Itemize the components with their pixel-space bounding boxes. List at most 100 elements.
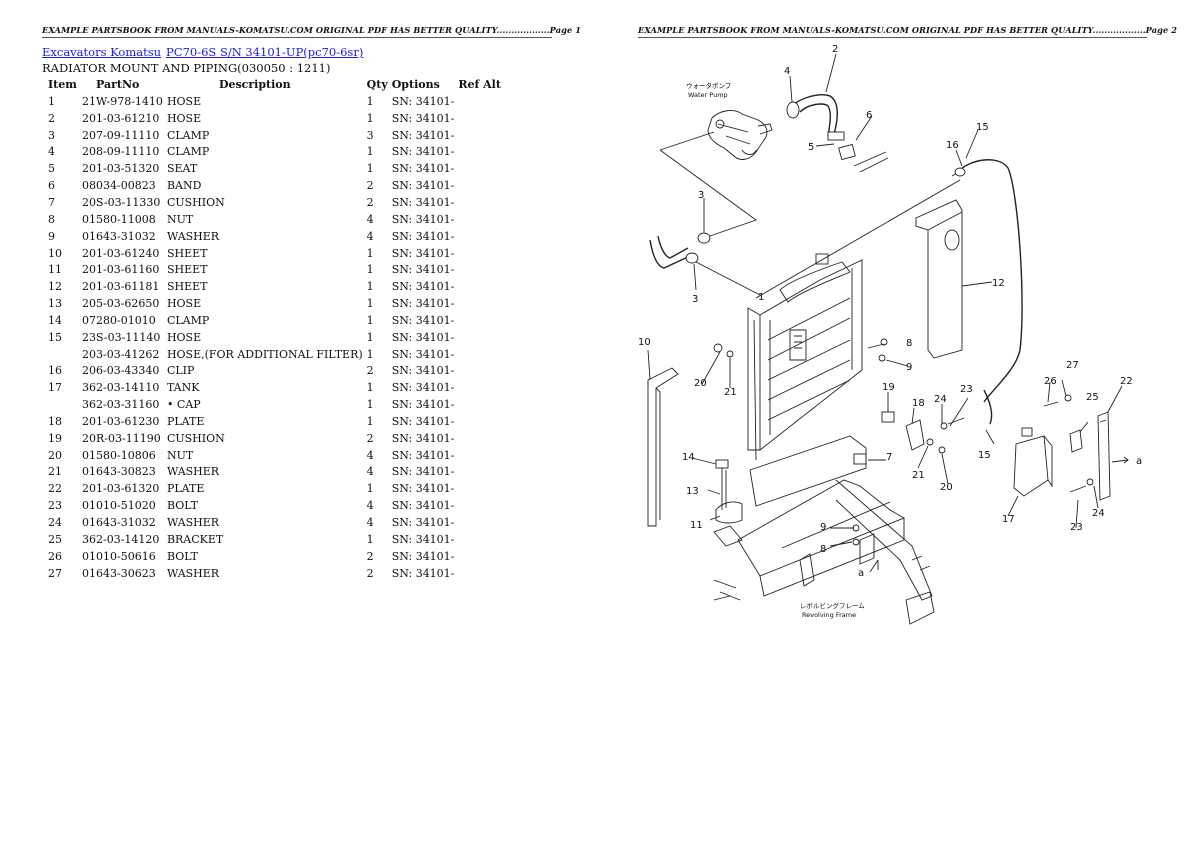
item-cell: 25 (48, 532, 62, 546)
options-cell: SN: 34101- (391, 313, 455, 327)
breadcrumb-link-model[interactable]: PC70-6S S/N 34101-UP(pc70-6sr) (166, 45, 364, 59)
description-cell: WASHER (166, 516, 220, 530)
callout-12: 12 (992, 278, 1005, 289)
callout-4: 4 (784, 66, 790, 77)
item-cell: 14 (48, 313, 62, 327)
qty-cell: 2 (366, 195, 374, 209)
nut-8b (852, 538, 860, 546)
reserve-tank-17 (1013, 427, 1053, 497)
description-cell: WASHER (166, 465, 220, 479)
options-cell: SN: 34101- (391, 364, 455, 378)
description-cell: PLATE (166, 482, 205, 496)
item-cell (42, 396, 80, 413)
item-cell: 16 (48, 364, 62, 378)
options-cell: SN: 34101- (391, 414, 455, 428)
callout-3-a: 3 (698, 190, 704, 201)
arrow-a-head (1123, 456, 1129, 464)
description-cell: HOSE,(FOR ADDITIONAL FILTER) (166, 347, 363, 361)
qty-cell: 1 (366, 482, 374, 496)
callout-1: 1 (758, 292, 764, 303)
page-header-left: EXAMPLE PARTSBOOK FROM MANUALS-KOMATSU.C… (42, 25, 581, 38)
options-cell: SN: 34101- (391, 499, 455, 513)
partno-cell: 08034-00823 (82, 179, 156, 193)
leader-lines (647, 53, 1123, 573)
callout-26: 26 (1044, 376, 1057, 387)
description-cell: CLAMP (166, 145, 210, 159)
partno-cell: 23S-03-11140 (82, 330, 161, 344)
tank-cap (1021, 427, 1033, 437)
item-cell: 2 (48, 111, 55, 125)
partno-cell: 201-03-61240 (82, 246, 160, 260)
hose-15-lower (983, 389, 993, 425)
options-cell: SN: 34101- (391, 263, 455, 277)
callout-11: 11 (690, 520, 703, 531)
nut-20 (713, 343, 723, 353)
callout-15-a: 15 (976, 122, 989, 133)
refalt-cell (456, 278, 503, 295)
hose-1-inner (657, 235, 689, 259)
description-cell: CUSHION (166, 195, 225, 209)
revolving-frame: レボルビングフレーム Revolving Frame (713, 435, 935, 625)
nut-8 (880, 338, 888, 346)
qty-cell: 1 (366, 94, 374, 108)
item-cell: 7 (48, 195, 55, 209)
refalt-cell (456, 413, 503, 430)
callout-23-b: 23 (1070, 522, 1083, 533)
table-header-row: Item PartNo Description Qty Options Ref … (42, 76, 503, 93)
breadcrumb-link-excavators[interactable]: Excavators Komatsu (42, 45, 162, 59)
band-6 (838, 143, 856, 161)
water-pump-illustration: ウォータポンプ Water Pump (659, 81, 773, 237)
description-cell: BAND (166, 179, 202, 193)
hose-15-upper (959, 159, 1023, 403)
qty-cell: 4 (366, 229, 374, 243)
refalt-cell (456, 531, 503, 548)
leader-hose-1 (695, 261, 761, 296)
leader-line-a (755, 179, 961, 299)
callout-5: 5 (808, 142, 814, 153)
sheet-10 (647, 367, 679, 527)
parts-table: Item PartNo Description Qty Options Ref … (42, 76, 503, 581)
options-cell: SN: 34101- (391, 280, 455, 294)
refalt-cell (456, 548, 503, 565)
callout-15-b: 15 (978, 450, 991, 461)
qty-cell: 1 (366, 381, 374, 395)
refalt-cell (456, 480, 503, 497)
partno-cell: 07280-01010 (82, 313, 156, 327)
refalt-cell (456, 565, 503, 582)
refalt-cell (456, 497, 503, 514)
partno-cell: 21W-978-1410 (82, 94, 163, 108)
cushion-7 (853, 453, 867, 465)
col-header-description: Description (218, 78, 291, 91)
partno-cell: 201-03-61320 (82, 482, 160, 496)
partno-cell: 203-03-41262 (82, 347, 160, 361)
options-cell: SN: 34101- (391, 246, 455, 260)
cushion-19 (881, 411, 895, 423)
item-cell: 6 (48, 179, 55, 193)
description-cell: BOLT (166, 549, 198, 563)
callout-24-a: 24 (934, 394, 947, 405)
partno-cell: 20R-03-11190 (82, 431, 161, 445)
item-cell: 21 (48, 465, 62, 479)
description-cell: SHEET (166, 246, 208, 260)
washer-21 (726, 350, 734, 358)
refalt-cell (456, 514, 503, 531)
options-cell: SN: 34101- (391, 179, 455, 193)
description-cell: CUSHION (166, 431, 225, 445)
partno-cell: 201-03-61210 (82, 111, 160, 125)
item-cell: 17 (48, 381, 62, 395)
qty-cell: 1 (366, 347, 374, 361)
item-cell: 24 (48, 516, 62, 530)
col-header-refalt: Ref Alt (458, 78, 501, 91)
bolt-26 (1043, 401, 1059, 407)
refalt-cell (456, 144, 503, 161)
options-cell: SN: 34101- (391, 297, 455, 311)
washer-24 (940, 422, 948, 430)
item-cell: 5 (48, 162, 55, 176)
partno-cell: 201-03-61230 (82, 414, 160, 428)
